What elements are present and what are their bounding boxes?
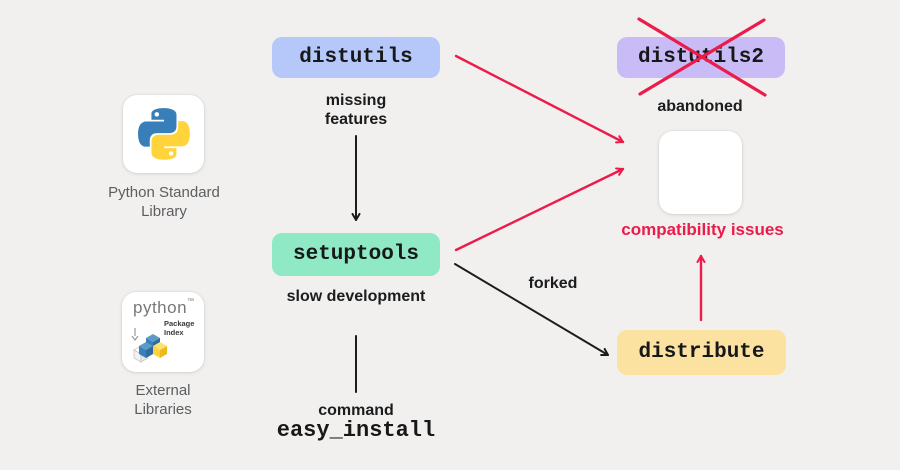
note-missing-features: missing features: [324, 92, 388, 129]
node-easy-install: easy_install: [276, 418, 436, 443]
note-forked: forked: [528, 275, 578, 292]
compatibility-issues-box: [659, 131, 742, 214]
note-abandoned: abandoned: [657, 98, 743, 115]
node-distutils2: distutils2: [617, 37, 785, 78]
pypi-package-index-text: Package Index: [164, 319, 195, 337]
pypi-cubes-icon: [131, 328, 167, 363]
python-standard-library-card: [123, 95, 204, 173]
arrow-distutils-to-compatibility: [454, 54, 625, 144]
pypi-card: python™ Package Index: [122, 292, 204, 372]
external-libraries-label: External Libraries: [134, 382, 192, 418]
note-command: command: [318, 402, 394, 419]
python-standard-library-label: Python Standard Library: [108, 184, 220, 220]
node-distribute: distribute: [617, 330, 786, 375]
note-slow-development: slow development: [286, 288, 426, 305]
arrow-setuptools-to-compatibility: [454, 167, 625, 252]
node-setuptools: setuptools: [272, 233, 440, 276]
pypi-wordmark: python™: [133, 298, 195, 317]
node-distutils: distutils: [272, 37, 440, 78]
note-compatibility-issues: compatibility issues: [621, 220, 784, 239]
python-logo-icon: [137, 108, 190, 160]
